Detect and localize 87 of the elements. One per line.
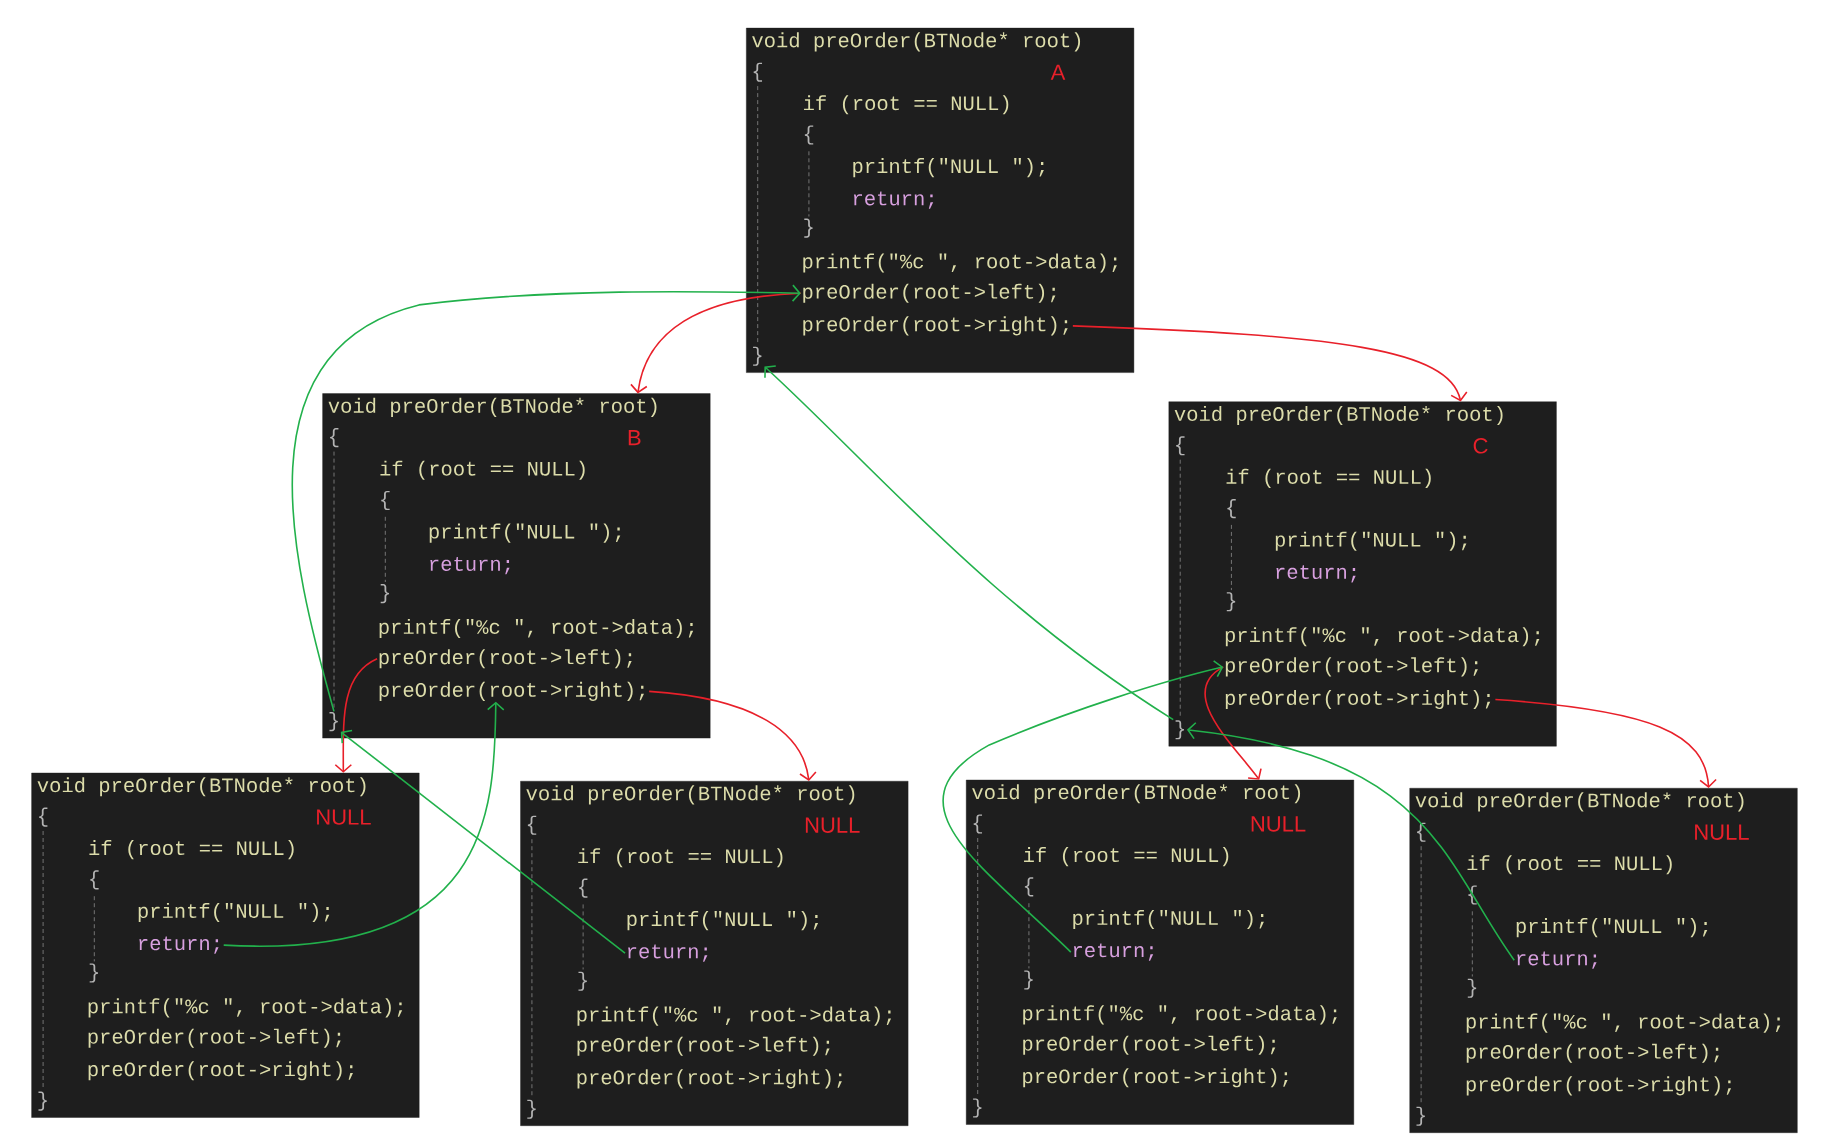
code-line: void preOrder(BTNode* root): [972, 784, 1301, 804]
code-line: preOrder(root->right);: [1023, 1068, 1288, 1088]
arrow: [1072, 325, 1468, 402]
code-line: if (root == NULL): [1024, 847, 1229, 867]
code-line: preOrder(root->left);: [803, 283, 1056, 303]
code-line: printf("%c ", root->data);: [88, 998, 403, 1018]
arrow: [764, 365, 1174, 721]
code-line: printf("NULL ");: [627, 911, 819, 931]
code-line: preOrder(root->left);: [1225, 657, 1478, 677]
code-line: printf("%c ", root->data);: [1466, 1013, 1781, 1033]
code-line: preOrder(root->right);: [379, 681, 644, 701]
code-line: preOrder(root->left);: [577, 1036, 830, 1056]
code-line: }: [527, 1099, 536, 1119]
code-line: {: [381, 490, 390, 511]
code-line: printf("%c ", root->data);: [1225, 627, 1540, 647]
arrow: [1204, 666, 1262, 780]
code-line: }: [380, 584, 390, 604]
code-line: }: [329, 712, 338, 732]
code-line: if (root == NULL): [380, 460, 585, 480]
code-line: return;: [1073, 943, 1154, 961]
code-line: {: [1176, 436, 1185, 456]
code-line: printf("NULL ");: [138, 902, 330, 923]
code-line: printf("NULL ");: [429, 523, 621, 543]
code-line: {: [1417, 822, 1426, 842]
code-line: {: [973, 814, 983, 834]
code-line: return;: [1276, 565, 1356, 583]
code-line: printf("%c ", root->data);: [803, 253, 1117, 273]
code-line: return;: [430, 557, 510, 575]
code-line: return;: [139, 936, 219, 954]
code-line: printf("%c ", root->data);: [1023, 1005, 1337, 1025]
code-line: printf("NULL ");: [1275, 531, 1467, 551]
arrow: [291, 284, 801, 713]
code-line: void preOrder(BTNode* root): [328, 397, 657, 417]
code-line: }: [973, 1098, 982, 1118]
code-line: void preOrder(BTNode* root): [526, 785, 855, 805]
code-line: preOrder(root->right);: [1466, 1076, 1732, 1096]
code-line: }: [753, 346, 762, 366]
arrow: [334, 658, 378, 773]
code-line: return;: [628, 944, 708, 962]
code-line: {: [330, 428, 339, 448]
code-line: preOrder(root->left);: [1023, 1035, 1276, 1055]
code-line: }: [38, 1091, 47, 1111]
code-line: printf("NULL ");: [853, 158, 1044, 178]
code-line: void preOrder(BTNode* root): [752, 32, 1081, 52]
code-line: preOrder(root->right);: [1225, 689, 1491, 710]
code-line: if (root == NULL): [89, 840, 294, 860]
code-line: }: [804, 218, 813, 238]
code-line: }: [1416, 1106, 1425, 1126]
arrow: [222, 701, 505, 947]
arrow: [340, 729, 626, 954]
code-line: {: [90, 870, 99, 890]
arrow: [648, 690, 817, 781]
arrow: [1186, 721, 1515, 961]
code-line: }: [89, 963, 98, 983]
code-line: if (root == NULL): [1226, 468, 1431, 488]
code-line: if (root == NULL): [578, 848, 783, 868]
code-line: if (root == NULL): [804, 95, 1009, 115]
code-line: }: [1024, 970, 1033, 990]
code-line: {: [527, 815, 537, 835]
code-line: preOrder(root->right);: [803, 316, 1068, 336]
code-line: {: [804, 125, 814, 145]
code-line: printf("%c ", root->data);: [379, 618, 694, 639]
code-line: void preOrder(BTNode* root): [1415, 792, 1744, 812]
code-line: {: [1024, 877, 1034, 897]
code-line: printf("NULL ");: [1516, 918, 1708, 938]
code-line: preOrder(root->left);: [379, 649, 632, 669]
code-line: if (root == NULL): [1467, 855, 1672, 875]
code-line: preOrder(root->left);: [1466, 1043, 1719, 1063]
code-line: }: [1226, 592, 1236, 612]
code-line: preOrder(root->left);: [88, 1028, 341, 1048]
code-line: }: [1467, 978, 1477, 998]
code-line: }: [578, 971, 587, 991]
code-line: return;: [1517, 951, 1597, 969]
arrow: [1494, 698, 1717, 788]
code-line: {: [579, 878, 588, 898]
arrow: [942, 660, 1224, 953]
code-line: printf("NULL ");: [1073, 909, 1264, 930]
code-line: {: [753, 62, 763, 82]
code-line: }: [1175, 720, 1184, 740]
code-line: preOrder(root->right);: [88, 1061, 353, 1081]
code-line: return;: [853, 191, 934, 209]
code-line: preOrder(root->right);: [577, 1069, 842, 1089]
code-line: void preOrder(BTNode* root): [37, 777, 366, 797]
code-line: void preOrder(BTNode* root): [1174, 405, 1503, 426]
code-line: printf("%c ", root->data);: [577, 1006, 892, 1026]
code-line: {: [39, 807, 48, 827]
code-line: {: [1227, 499, 1236, 519]
